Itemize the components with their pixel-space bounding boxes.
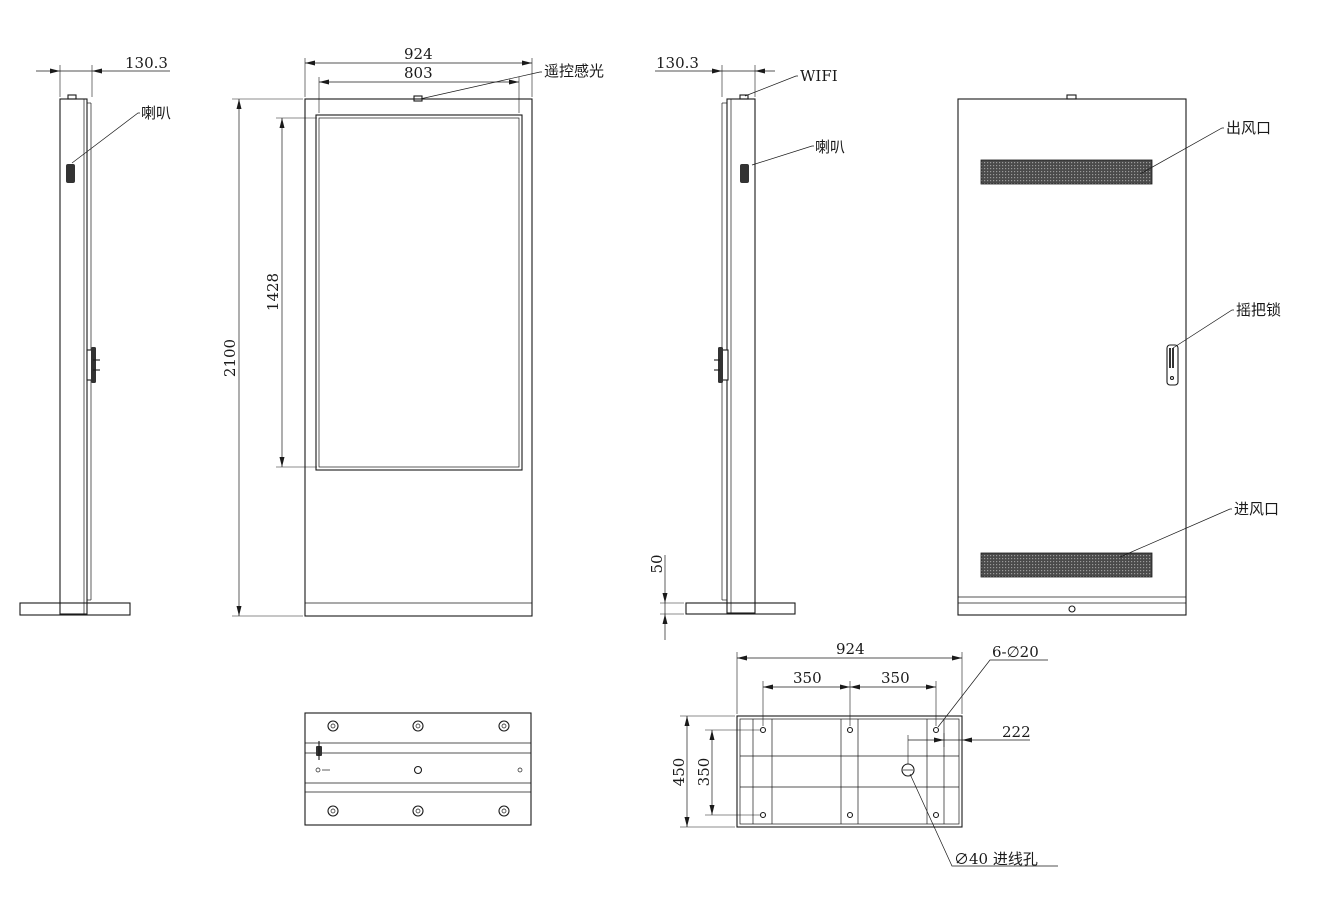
front-width-dimension: 924 [304,45,533,97]
top-view-holes [315,720,523,817]
side-left-base [19,602,131,616]
front-height-value: 2100 [221,339,239,377]
side-right-speaker [740,164,749,183]
side-left-top-button [67,94,77,100]
top-view [304,712,532,826]
side-left-lock [86,347,100,383]
front-ir-label: 遥控感光 [544,62,604,80]
side-left-depth-value: 130.3 [125,54,168,72]
side-right-lock [714,347,729,383]
side-left-depth-dimension: 130.3 [36,54,170,97]
back-handle-lock [1166,344,1179,386]
base-hole-spacing-right-value: 350 [881,669,910,687]
top-view-lock [316,741,330,771]
front-screen-outer [315,114,523,471]
base-inner-depth-dimension: 350 [695,729,760,816]
base-outer-frame [736,715,963,828]
base-holes-label: 6-∅20 [992,643,1039,661]
base-depth-value: 450 [670,758,688,787]
side-right-top-button [739,94,749,100]
base-width-value: 924 [836,640,865,658]
front-height-dimension: 2100 [221,98,303,617]
base-width-dimension: 924 [736,640,963,714]
base-depth-dimension: 450 [670,715,735,828]
base-offset-dimension: 222 [907,723,1031,764]
base-hole-spacing-dimension: 350 350 [762,669,937,726]
side-right-depth-value: 130.3 [656,54,699,72]
back-top-button [1066,94,1077,100]
front-view: 924 803 遥控感光 2100 [221,45,604,617]
side-right-base [685,602,796,615]
side-view-left: 130.3 喇叭 [19,54,171,616]
front-screen-height-value: 1428 [264,273,282,311]
side-right-base-height-value: 50 [648,554,666,573]
back-lock-label: 摇把锁 [1236,301,1281,319]
base-mounting-holes [759,726,940,819]
base-cable-hole [901,763,915,777]
base-plan-view: 924 350 350 6-∅20 222 [670,640,1058,868]
side-right-depth-dimension: 130.3 [655,54,775,97]
side-view-right: 130.3 WIFI 喇叭 50 [648,54,845,640]
front-screen-width-dimension: 803 [318,64,520,113]
back-inlet-vent [980,552,1153,578]
back-outlet-label: 出风口 [1226,119,1271,137]
side-left-speaker [66,164,75,183]
side-right-base-height-dimension: 50 [648,554,684,640]
back-bottom-screw [1068,605,1076,613]
side-right-speaker-label: 喇叭 [815,138,845,156]
front-screen-height-dimension: 1428 [264,117,317,468]
back-outlet-vent [980,159,1153,185]
side-right-wifi-label: WIFI [800,67,838,85]
front-screen-width-value: 803 [404,64,433,82]
base-inner-depth-value: 350 [695,758,713,787]
front-width-value: 924 [404,45,433,63]
back-inlet-label: 进风口 [1234,500,1279,518]
base-cable-hole-label: ∅40 进线孔 [954,850,1038,868]
side-left-speaker-label: 喇叭 [141,104,171,122]
front-screen-inner [318,117,520,468]
base-hole-spacing-left-value: 350 [793,669,822,687]
back-view: 出风口 摇把锁 进风口 [957,94,1281,616]
base-offset-value: 222 [1002,723,1031,741]
front-frame [304,98,533,617]
top-view-frame [304,712,532,826]
